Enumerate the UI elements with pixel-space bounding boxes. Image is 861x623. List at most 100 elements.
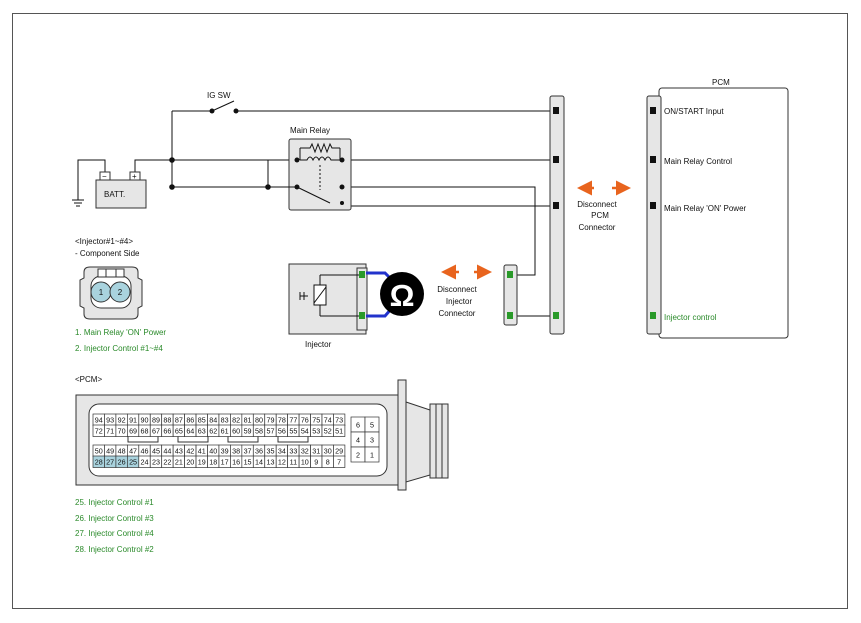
- pcm-pin-number: 48: [118, 447, 126, 456]
- pcm-pin-number: 41: [198, 447, 206, 456]
- pcm-pin-cell: [333, 455, 346, 468]
- pcm-pin-number: 76: [301, 416, 309, 425]
- pcm-pin-number: 75: [312, 416, 320, 425]
- pcm-pin-number: 12: [278, 458, 286, 467]
- pcm-pin-number: 55: [289, 427, 297, 436]
- pcm-pin-number: 71: [106, 427, 114, 436]
- injector-legend-1: 1. Main Relay 'ON' Power: [75, 328, 166, 337]
- pcm-pin-number: 23: [152, 458, 160, 467]
- pcm-section-title: <PCM>: [75, 375, 102, 384]
- pcm-pin-number: 42: [186, 447, 194, 456]
- pcm-pin-number: 94: [95, 416, 103, 425]
- pcm-side-pin-number: 1: [370, 451, 374, 460]
- pcm-side-pin-number: 3: [370, 436, 374, 445]
- pcm-pin-number: 40: [209, 447, 217, 456]
- pcm-pin-main-relay-control: Main Relay Control: [664, 157, 732, 166]
- pcm-pin-on-start: ON/START Input: [664, 107, 724, 116]
- pcm-pin-number: 31: [312, 447, 320, 456]
- pcm-pin-main-relay-on-power: Main Relay 'ON' Power: [664, 204, 747, 213]
- injector-connector-subtitle: - Component Side: [75, 249, 140, 258]
- pcm-pin-number: 57: [266, 427, 274, 436]
- pcm-pin-cell: [333, 424, 346, 437]
- pcm-pin-number: 28: [95, 458, 103, 467]
- pcm-pin-number: 29: [335, 447, 343, 456]
- injector-connector-diagram: <Injector#1~#4> - Component Side 1 2 1. …: [75, 237, 166, 353]
- pcm-pin-number: 53: [312, 427, 320, 436]
- pcm-pin-number: 60: [232, 427, 240, 436]
- pcm-side-pin-number: 2: [356, 451, 360, 460]
- pcm-pin-number: 89: [152, 416, 160, 425]
- pcm-pin-number: 63: [198, 427, 206, 436]
- pcm-pin-number: 16: [232, 458, 240, 467]
- battery-plus: +: [132, 172, 137, 181]
- pcm-pin-number: 38: [232, 447, 240, 456]
- pcm-pin-number: 64: [186, 427, 194, 436]
- pcm-pin-number: 8: [326, 458, 330, 467]
- battery-label: BATT.: [104, 190, 125, 199]
- pcm-pin-number: 26: [118, 458, 126, 467]
- pcm-pin-number: 74: [324, 416, 332, 425]
- pcm-pin-number: 34: [278, 447, 286, 456]
- pcm-pin-number: 22: [163, 458, 171, 467]
- pcm-side-pin-number: 5: [370, 421, 374, 430]
- junction-dots: [169, 157, 271, 190]
- pcm-pin-number: 7: [337, 458, 341, 467]
- ignition-switch: IG SW: [207, 91, 239, 114]
- disconnect-pcm-label-1: Disconnect: [577, 200, 617, 209]
- pcm-pin-number: 81: [244, 416, 252, 425]
- pcm-pin-number: 44: [163, 447, 171, 456]
- injector-disconnect-connector: Disconnect Injector Connector: [437, 264, 518, 326]
- pcm-pin-number: 58: [255, 427, 263, 436]
- pcm-pin-number: 37: [244, 447, 252, 456]
- injector-connector-title: <Injector#1~#4>: [75, 237, 133, 246]
- injector-legend-2: 2. Injector Control #1~#4: [75, 344, 163, 353]
- pcm-disconnect-connector: Disconnect PCM Connector: [549, 95, 618, 335]
- pcm-pin-number: 43: [175, 447, 183, 456]
- injector: Injector: [288, 263, 368, 349]
- pcm-pin-number: 10: [301, 458, 309, 467]
- pcm-pin-number: 80: [255, 416, 263, 425]
- pcm-pin-number: 14: [255, 458, 263, 467]
- pcm-pin-number: 82: [232, 416, 240, 425]
- pcm-pin-number: 21: [175, 458, 183, 467]
- pcm-pin-number: 27: [106, 458, 114, 467]
- pcm-pin-number: 47: [129, 447, 137, 456]
- pcm-legend-26: 26. Injector Control #3: [75, 514, 154, 523]
- pcm-pin-number: 9: [314, 458, 318, 467]
- pcm-pin-number: 30: [324, 447, 332, 456]
- disconnect-injector-label-3: Connector: [439, 309, 476, 318]
- pcm-side-pin-number: 6: [356, 421, 360, 430]
- pcm-pin-number: 83: [221, 416, 229, 425]
- pcm-legend-25: 25. Injector Control #1: [75, 498, 154, 507]
- injector-label: Injector: [305, 340, 332, 349]
- pcm-title: PCM: [712, 78, 730, 87]
- pcm-pin-number: 50: [95, 447, 103, 456]
- pcm-pin-number: 11: [290, 458, 297, 467]
- pcm-pin-number: 72: [95, 427, 103, 436]
- pcm-pin-number: 25: [129, 458, 137, 467]
- ohm-icon: Ω: [390, 278, 415, 313]
- pcm-pin-number: 45: [152, 447, 160, 456]
- pcm-pin-number: 56: [278, 427, 286, 436]
- pcm-pin-number: 66: [163, 427, 171, 436]
- pcm-pin-number: 93: [106, 416, 114, 425]
- pcm-pin-number: 49: [106, 447, 114, 456]
- pcm-pin-number: 86: [186, 416, 194, 425]
- pcm-pin-number: 17: [221, 458, 229, 467]
- diagram-frame: [12, 13, 848, 609]
- pcm-pin-number: 61: [221, 427, 229, 436]
- pcm-pin-number: 62: [209, 427, 217, 436]
- pcm-module: PCM ON/START Input Main Relay Control Ma…: [646, 78, 789, 339]
- pcm-pin-number: 20: [186, 458, 194, 467]
- pcm-pin-number: 79: [266, 416, 274, 425]
- pcm-pin-number: 65: [175, 427, 183, 436]
- pcm-legend-27: 27. Injector Control #4: [75, 529, 154, 538]
- pcm-side-pin-number: 4: [356, 436, 360, 445]
- pcm-pin-number: 54: [301, 427, 309, 436]
- pcm-pin-number: 73: [335, 416, 343, 425]
- pcm-pin-number: 32: [301, 447, 309, 456]
- pcm-pin-number: 15: [244, 458, 252, 467]
